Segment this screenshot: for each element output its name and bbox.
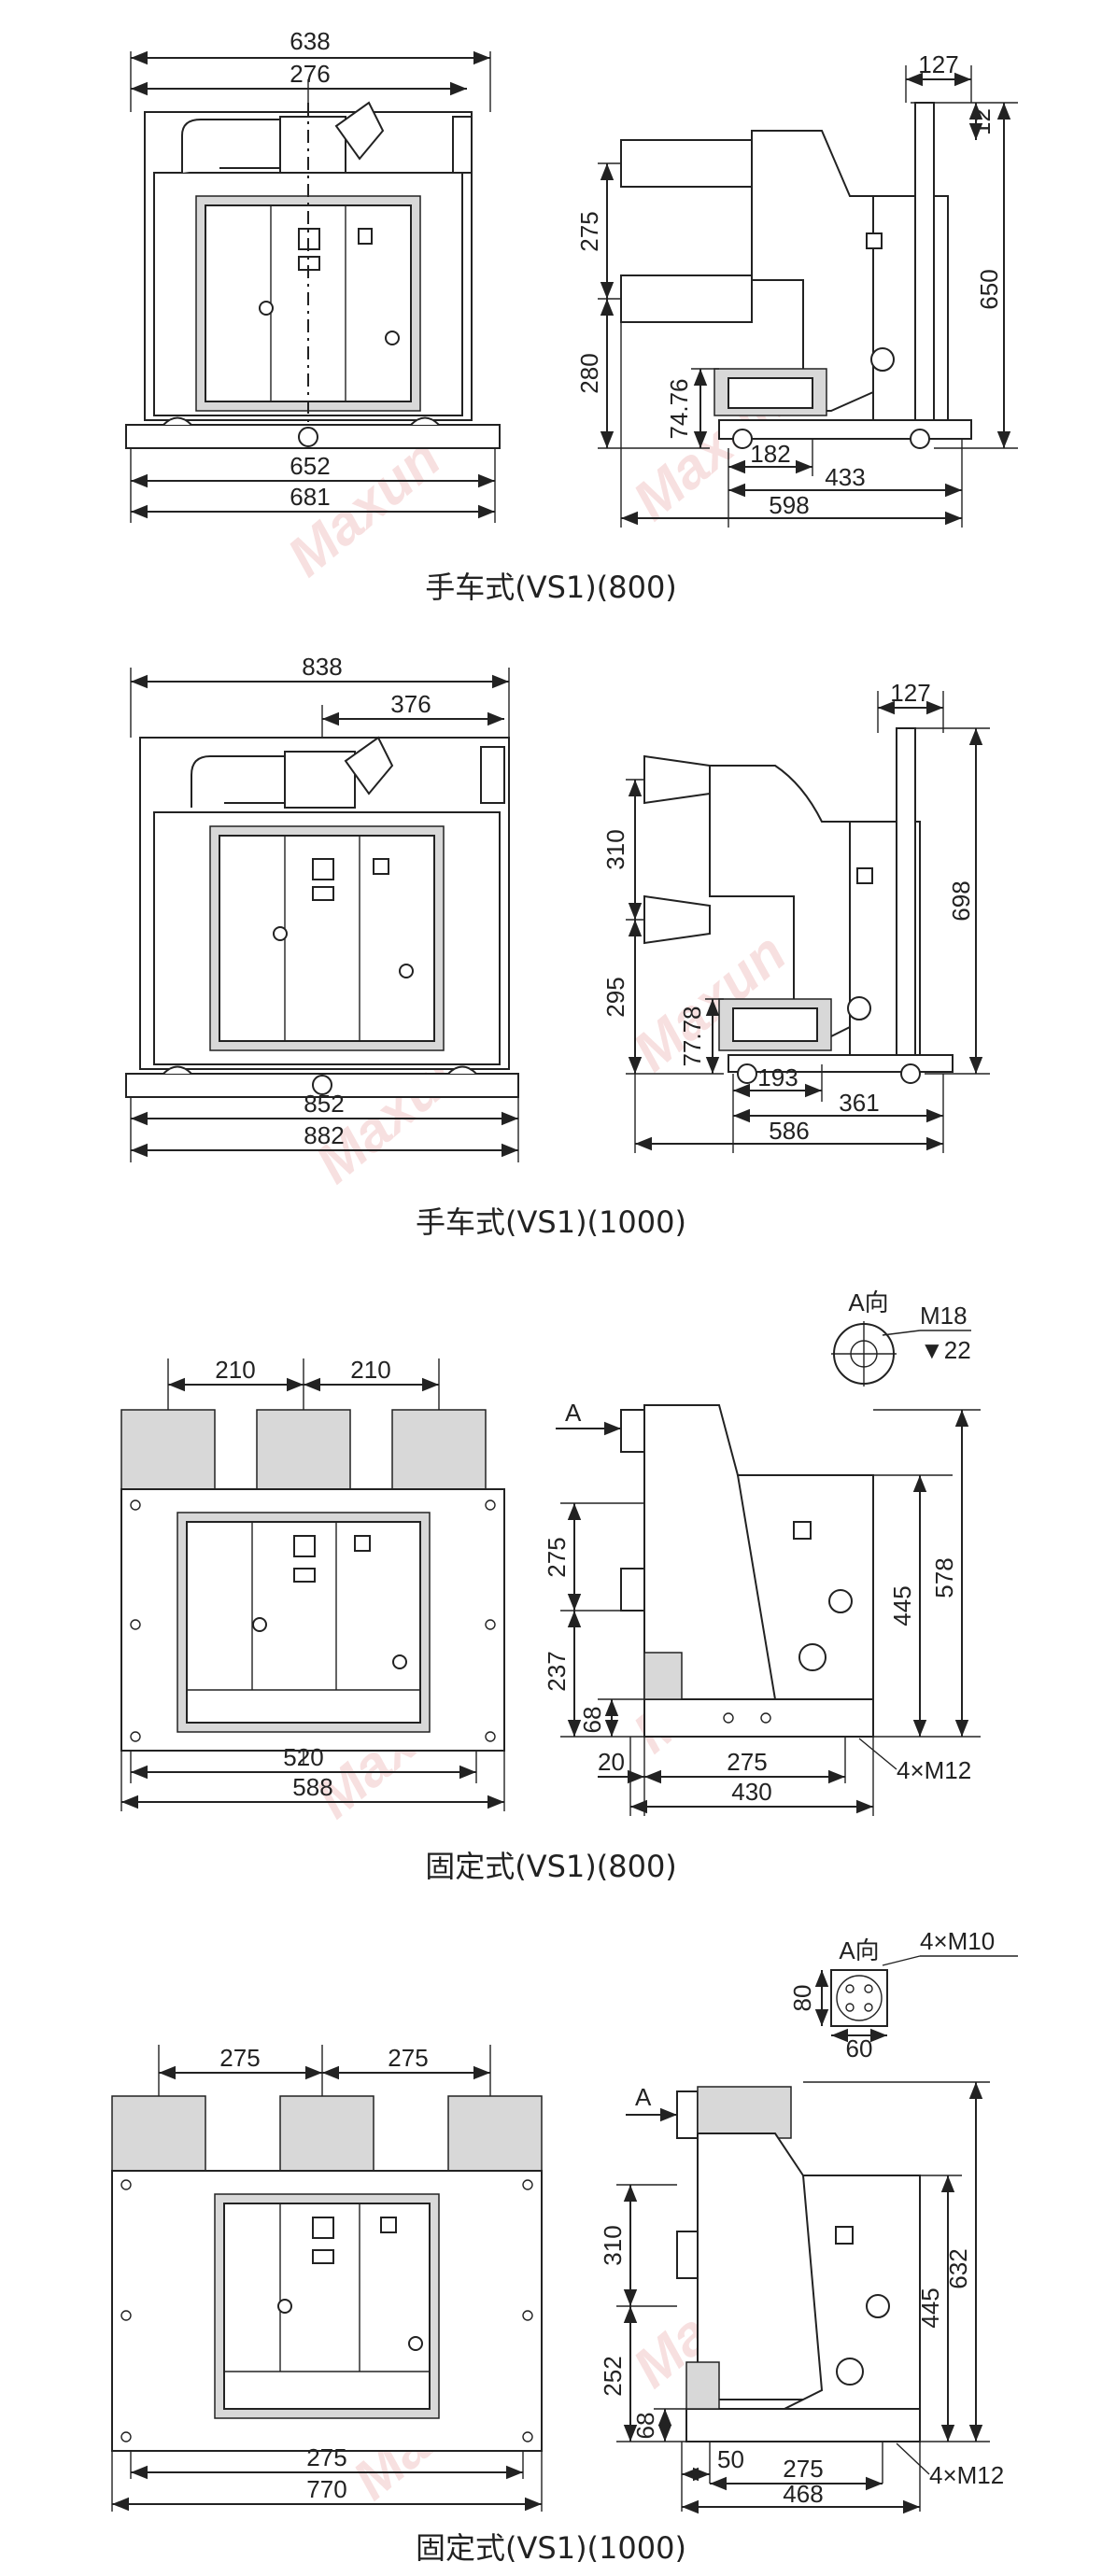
dim-side-b0: 20 <box>598 1748 625 1776</box>
detail-depth: ▼22 <box>920 1336 971 1364</box>
dim-side-top: 127 <box>890 679 930 707</box>
dim-side-top-small: 12 <box>968 108 996 135</box>
detail-height: 80 <box>788 1985 816 2012</box>
dim-side-top: 127 <box>918 50 958 78</box>
dim-pitch-2: 210 <box>350 1356 390 1384</box>
bolt-spec: 4×M12 <box>929 2461 1004 2489</box>
dim-side-b2: 468 <box>783 2480 823 2508</box>
dim-side-b1: 275 <box>783 2455 823 2483</box>
front-view: 638 276 <box>125 27 501 523</box>
dim-side-h2: 578 <box>930 1557 958 1598</box>
side-view: A 310 252 68 445 <box>599 2081 1004 2514</box>
dim-side-lower: 252 <box>599 2356 627 2396</box>
dim-side-foot: 68 <box>578 1707 606 1734</box>
dim-phase-spacing: 276 <box>290 60 330 88</box>
dim-side-b2: 430 <box>731 1778 771 1806</box>
view-arrow-label: A <box>635 2083 652 2111</box>
dim-base-inner: 852 <box>304 1090 344 1118</box>
detail-title: A向 <box>848 1288 888 1316</box>
dim-base-inner: 652 <box>290 452 330 480</box>
dim-side-b1: 275 <box>727 1748 767 1776</box>
front-view: 838 376 852 88 <box>125 653 519 1162</box>
dim-front-width: 838 <box>302 653 342 681</box>
front-view: 210 210 <box>120 1356 505 1811</box>
dim-base-inner: 520 <box>283 1743 323 1771</box>
dim-side-b3: 598 <box>769 491 809 519</box>
dim-side-h1: 445 <box>888 1585 916 1626</box>
dim-base-overall: 770 <box>306 2475 346 2503</box>
dim-side-upper: 275 <box>543 1537 571 1577</box>
dim-base-overall: 588 <box>292 1773 332 1801</box>
side-view: 127 698 310 295 77.78 <box>601 679 990 1153</box>
dim-side-height: 698 <box>947 880 975 921</box>
detail-thread: M18 <box>920 1302 968 1330</box>
dim-side-b2: 433 <box>825 463 865 491</box>
dim-side-upper: 275 <box>575 211 603 251</box>
caption: 固定式(VS1)(800) <box>425 1849 677 1884</box>
dim-side-h2: 632 <box>944 2248 972 2288</box>
bolt-spec: 4×M12 <box>897 1756 971 1784</box>
view-arrow-label: A <box>565 1399 582 1427</box>
front-view: 275 275 <box>111 2044 543 2512</box>
side-view: A 275 237 68 44 <box>543 1399 981 1816</box>
a-view-detail: A向 4×M10 80 60 <box>788 1927 1018 2062</box>
dim-base-overall: 681 <box>290 483 330 511</box>
dim-pitch-1: 210 <box>215 1356 255 1384</box>
dim-side-foot: 68 <box>631 2413 659 2440</box>
section-handcart-1000: 838 376 852 88 <box>125 653 990 1240</box>
caption: 手车式(VS1)(1000) <box>416 1204 686 1240</box>
dim-side-lower: 280 <box>575 353 603 393</box>
dim-side-b3: 586 <box>769 1117 809 1145</box>
section-handcart-800: 638 276 <box>125 27 1018 605</box>
detail-thread: 4×M10 <box>920 1927 995 1955</box>
caption: 固定式(VS1)(1000) <box>416 2530 686 2566</box>
detail-width: 60 <box>846 2034 873 2062</box>
caption: 手车式(VS1)(800) <box>425 570 677 605</box>
dim-side-foot: 77.78 <box>678 1006 706 1066</box>
dim-side-lower: 237 <box>543 1651 571 1691</box>
side-view: 127 12 650 275 280 <box>575 50 1018 528</box>
dim-side-b1: 193 <box>757 1063 798 1091</box>
dim-side-b1: 182 <box>750 440 790 468</box>
dim-front-width: 638 <box>290 27 330 55</box>
dim-base-inner: 275 <box>306 2443 346 2471</box>
dim-side-upper: 310 <box>599 2225 627 2265</box>
dim-phase-spacing: 376 <box>390 690 431 718</box>
dim-side-foot: 74.76 <box>665 378 693 439</box>
dim-side-lower: 295 <box>601 977 629 1017</box>
dim-side-b0: 50 <box>717 2445 744 2473</box>
dim-side-b2: 361 <box>839 1089 879 1117</box>
dim-side-upper: 310 <box>601 829 629 869</box>
dim-base-overall: 882 <box>304 1121 344 1149</box>
section-fixed-800: 210 210 <box>120 1288 981 1884</box>
a-view-detail: A向 M18 ▼22 <box>831 1288 971 1387</box>
detail-title: A向 <box>839 1936 879 1964</box>
dim-pitch-1: 275 <box>219 2044 260 2072</box>
dim-side-h1: 445 <box>916 2287 944 2328</box>
dim-pitch-2: 275 <box>388 2044 428 2072</box>
dim-side-height: 650 <box>975 269 1003 309</box>
section-fixed-1000: 275 275 <box>111 1927 1018 2566</box>
